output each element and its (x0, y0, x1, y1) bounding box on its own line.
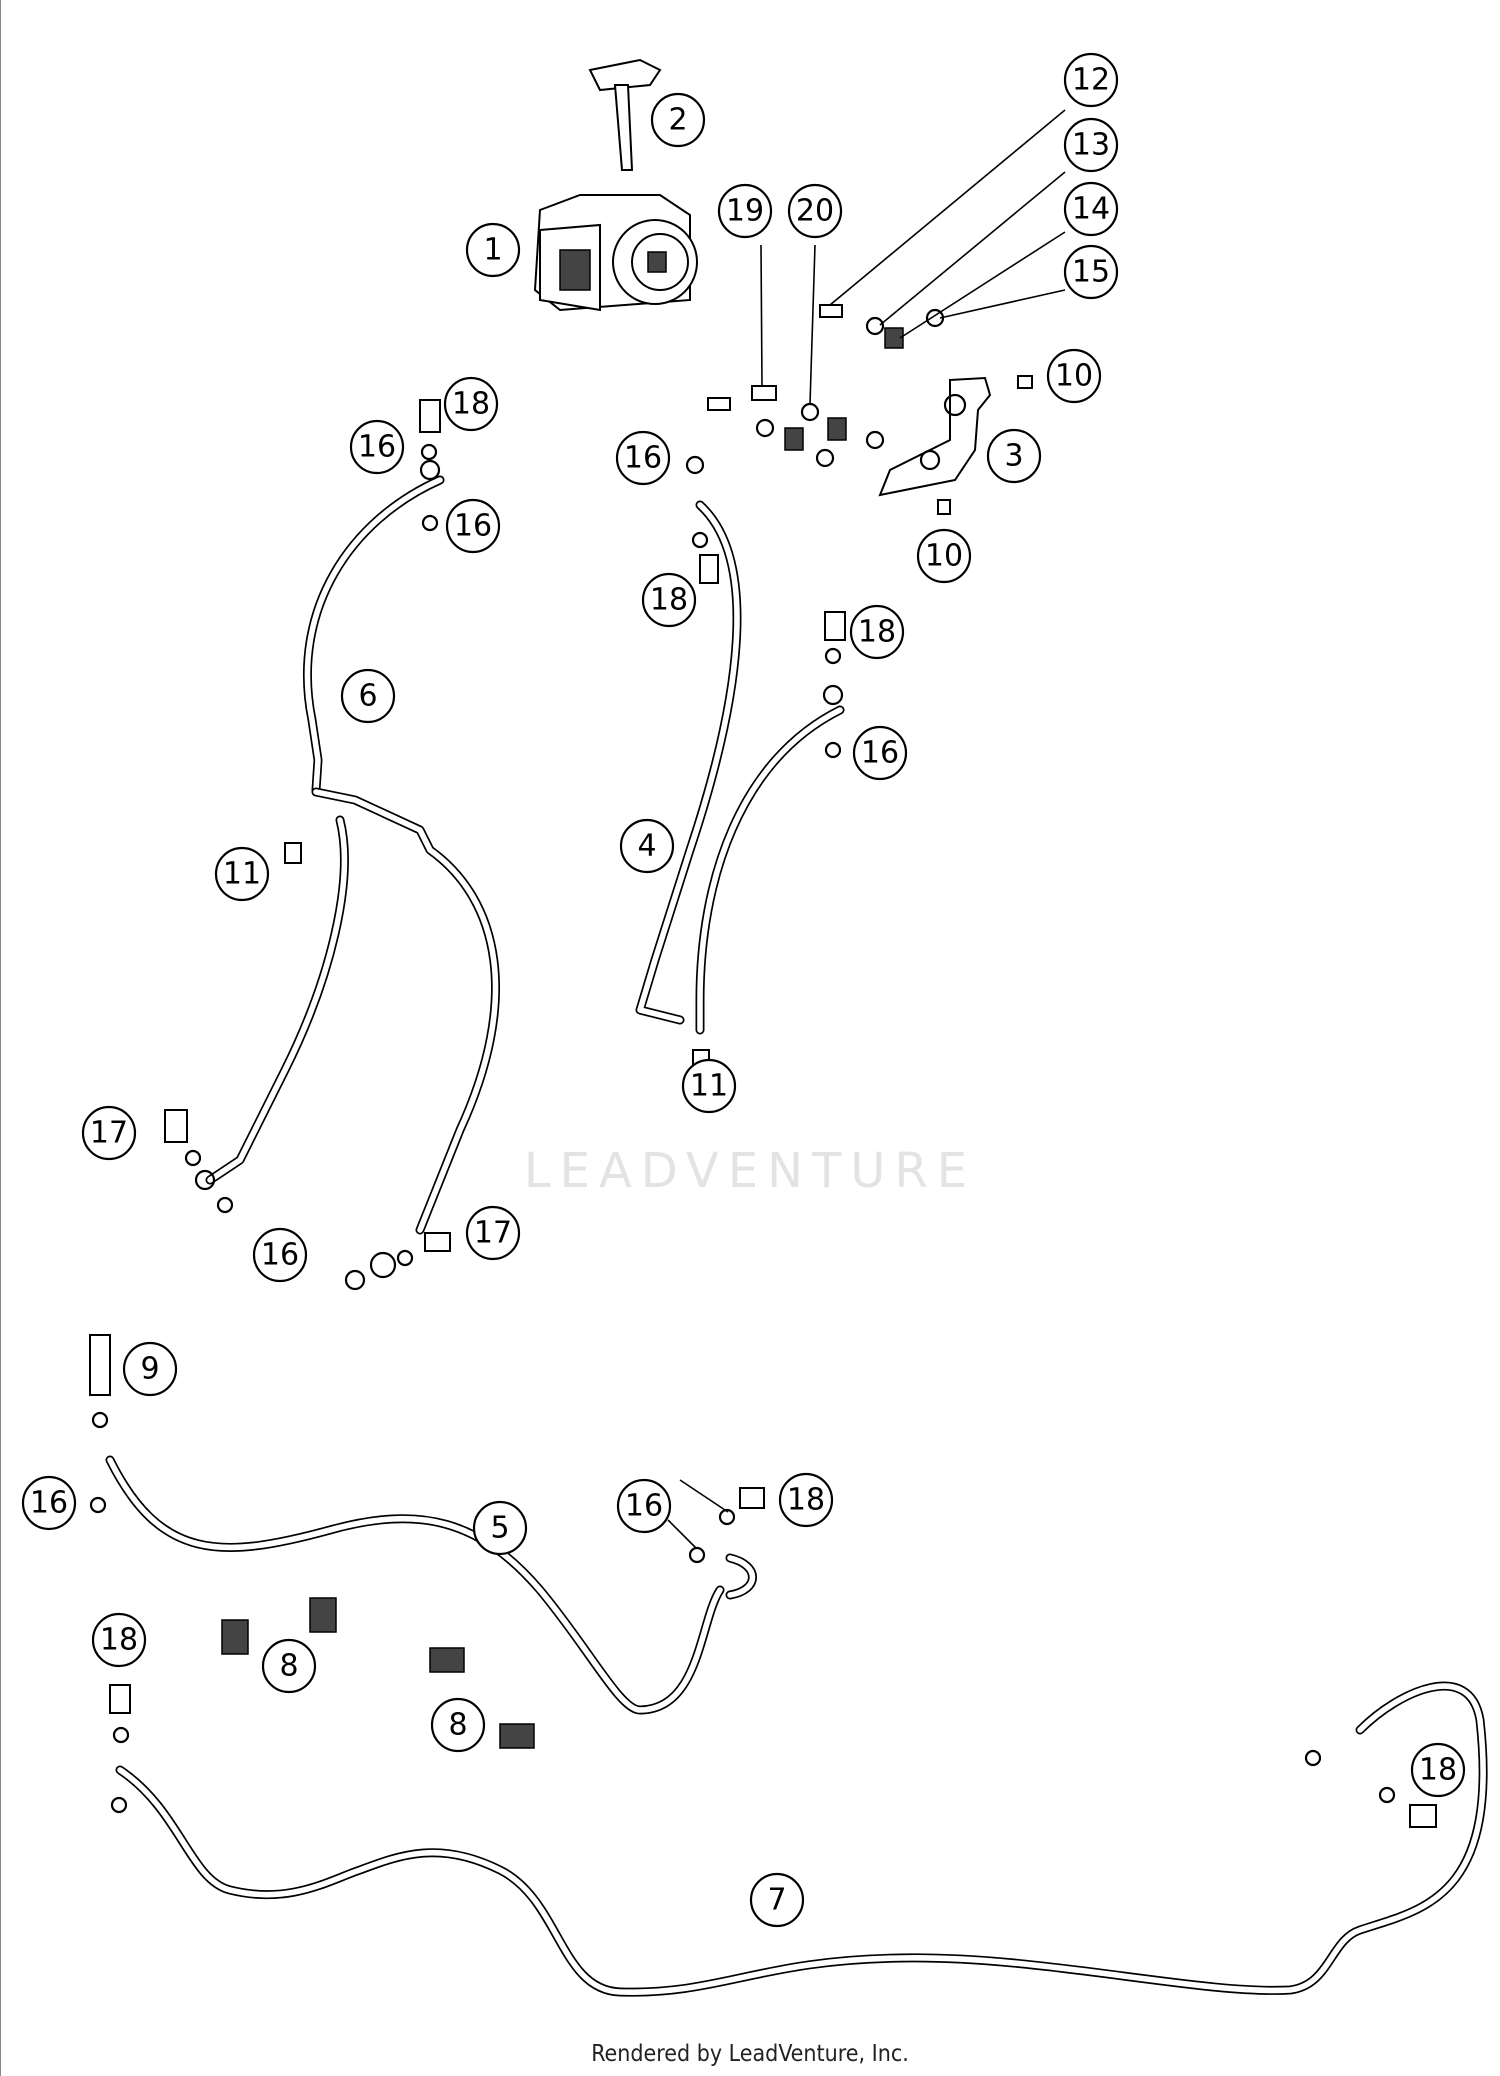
svg-text:13: 13 (1072, 128, 1110, 163)
callout-20: 20 (787, 183, 843, 239)
svg-text:9: 9 (140, 1352, 159, 1387)
svg-text:11: 11 (690, 1069, 728, 1104)
svg-text:8: 8 (448, 1708, 467, 1743)
callout-18e: 18 (91, 1612, 147, 1668)
svg-text:18: 18 (1419, 1753, 1457, 1788)
callout-8a: 8 (261, 1638, 317, 1694)
hose-7 (115, 1681, 1488, 1997)
connector-plug (588, 58, 662, 171)
svg-text:17: 17 (90, 1116, 128, 1151)
callout-17b: 17 (465, 1205, 521, 1261)
svg-text:4: 4 (637, 829, 656, 864)
callout-16e: 16 (252, 1227, 308, 1283)
svg-text:14: 14 (1072, 192, 1110, 227)
hose-clips (221, 1597, 535, 1749)
bolts-and-grommets (707, 304, 1033, 515)
callout-2: 2 (650, 92, 706, 148)
callout-11a: 11 (214, 846, 270, 902)
svg-text:18: 18 (650, 583, 688, 618)
svg-text:18: 18 (452, 387, 490, 422)
svg-text:3: 3 (1004, 439, 1023, 474)
callout-10b: 10 (916, 528, 972, 584)
callouts: 1 2 3 4 5 6 7 8 8 9 10 10 11 11 12 13 14… (21, 52, 1466, 1928)
callout-9: 9 (122, 1341, 178, 1397)
callout-18a: 18 (443, 376, 499, 432)
callout-1: 1 (465, 222, 521, 278)
callout-7: 7 (749, 1872, 805, 1928)
footer-credit: Rendered by LeadVenture, Inc. (591, 2041, 909, 2067)
callout-18d: 18 (778, 1472, 834, 1528)
leader-lines (667, 109, 1066, 1549)
callout-16f: 16 (21, 1475, 77, 1531)
callout-3: 3 (986, 428, 1042, 484)
svg-text:16: 16 (261, 1238, 299, 1273)
bracket (878, 376, 992, 497)
callout-16d: 16 (852, 725, 908, 781)
callout-4: 4 (619, 818, 675, 874)
svg-text:19: 19 (726, 194, 764, 229)
svg-text:12: 12 (1072, 63, 1110, 98)
callout-15: 15 (1063, 244, 1119, 300)
svg-text:18: 18 (787, 1483, 825, 1518)
svg-text:16: 16 (625, 1489, 663, 1524)
svg-text:16: 16 (358, 430, 396, 465)
callout-18f: 18 (1410, 1742, 1466, 1798)
brake-lines (105, 475, 1488, 1997)
callout-16c: 16 (615, 430, 671, 486)
callout-5: 5 (472, 1500, 528, 1556)
watermark-text: LEADVENTURE (523, 1143, 977, 1199)
svg-text:6: 6 (358, 679, 377, 714)
callout-19: 19 (717, 183, 773, 239)
callout-16b: 16 (445, 498, 501, 554)
svg-text:8: 8 (279, 1649, 298, 1684)
callout-16g: 16 (616, 1478, 672, 1534)
svg-text:16: 16 (30, 1486, 68, 1521)
svg-text:18: 18 (858, 615, 896, 650)
callout-6: 6 (340, 668, 396, 724)
svg-text:2: 2 (668, 103, 687, 138)
callout-12: 12 (1063, 52, 1119, 108)
svg-text:18: 18 (100, 1623, 138, 1658)
svg-text:11: 11 (223, 857, 261, 892)
banjo-fittings (89, 399, 1437, 1828)
callout-8b: 8 (430, 1697, 486, 1753)
callout-18c: 18 (849, 604, 905, 660)
page-frame-edge (0, 0, 1, 2076)
svg-text:5: 5 (490, 1511, 509, 1546)
svg-text:17: 17 (474, 1216, 512, 1251)
callout-11b: 11 (681, 1058, 737, 1114)
svg-text:16: 16 (624, 441, 662, 476)
callout-14: 14 (1063, 181, 1119, 237)
abs-unit (533, 194, 698, 312)
svg-text:16: 16 (454, 509, 492, 544)
svg-text:10: 10 (925, 539, 963, 574)
svg-text:10: 10 (1055, 359, 1093, 394)
callout-13: 13 (1063, 117, 1119, 173)
svg-text:7: 7 (767, 1883, 786, 1918)
callout-10a: 10 (1046, 348, 1102, 404)
callout-16a: 16 (349, 419, 405, 475)
svg-text:1: 1 (483, 233, 502, 268)
callout-17a: 17 (81, 1105, 137, 1161)
svg-text:16: 16 (861, 736, 899, 771)
callout-18b: 18 (641, 572, 697, 628)
hardware-parts (89, 58, 1437, 1828)
svg-text:15: 15 (1072, 255, 1110, 290)
svg-text:20: 20 (796, 194, 834, 229)
